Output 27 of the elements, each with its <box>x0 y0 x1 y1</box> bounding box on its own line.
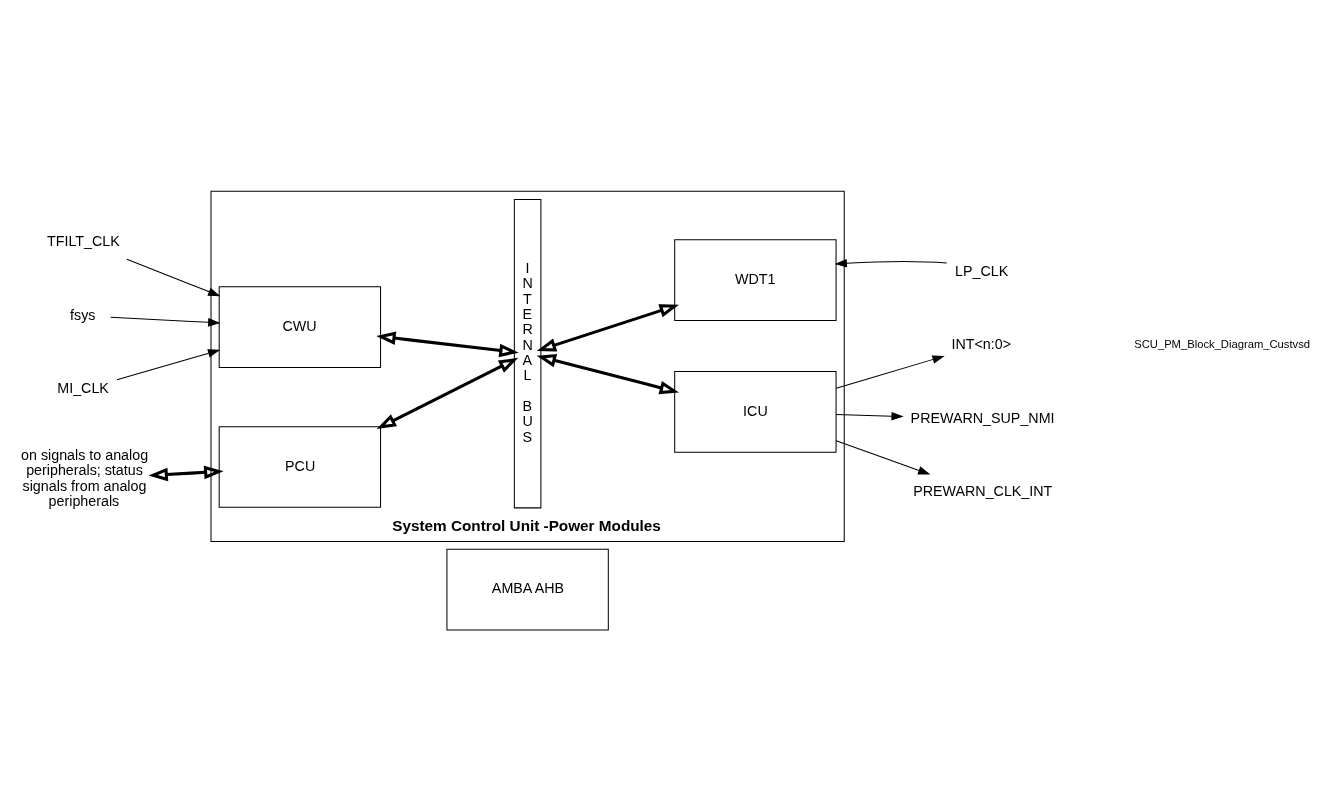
arrow <box>536 353 680 394</box>
node-text: PREWARN_SUP_NMI <box>910 409 1055 426</box>
arrow <box>834 258 948 268</box>
label: SCU_PM_Block_Diagram_Custvsd <box>1134 337 1311 350</box>
node-text: INT<n:0> <box>951 335 1012 352</box>
arrow <box>536 303 679 351</box>
node-text: LP_CLK <box>955 262 1009 279</box>
arrow <box>110 316 221 327</box>
arrow <box>116 348 221 380</box>
arrow <box>835 439 931 475</box>
node-text: MI_CLK <box>57 379 109 396</box>
node-box: CWU <box>218 285 382 368</box>
arrow <box>148 465 224 481</box>
node-box: PCU <box>218 425 382 508</box>
node-box: WDT1 <box>674 238 837 321</box>
node-text: PREWARN_CLK_INT <box>913 482 1053 499</box>
arrow <box>376 357 519 429</box>
node-text: TFILT_CLK <box>47 232 120 249</box>
arrow <box>835 411 904 420</box>
node-text: fsys <box>70 306 96 323</box>
node-box: INTERNAL BUS <box>513 198 542 508</box>
arrow <box>835 354 945 389</box>
node-text: on signals to analog peripherals; status signals from analog peripherals <box>21 446 149 509</box>
arrow <box>126 258 221 296</box>
node-box: ICU <box>674 370 837 453</box>
node-box: AMBA AHB <box>446 548 609 630</box>
arrow <box>376 330 519 357</box>
